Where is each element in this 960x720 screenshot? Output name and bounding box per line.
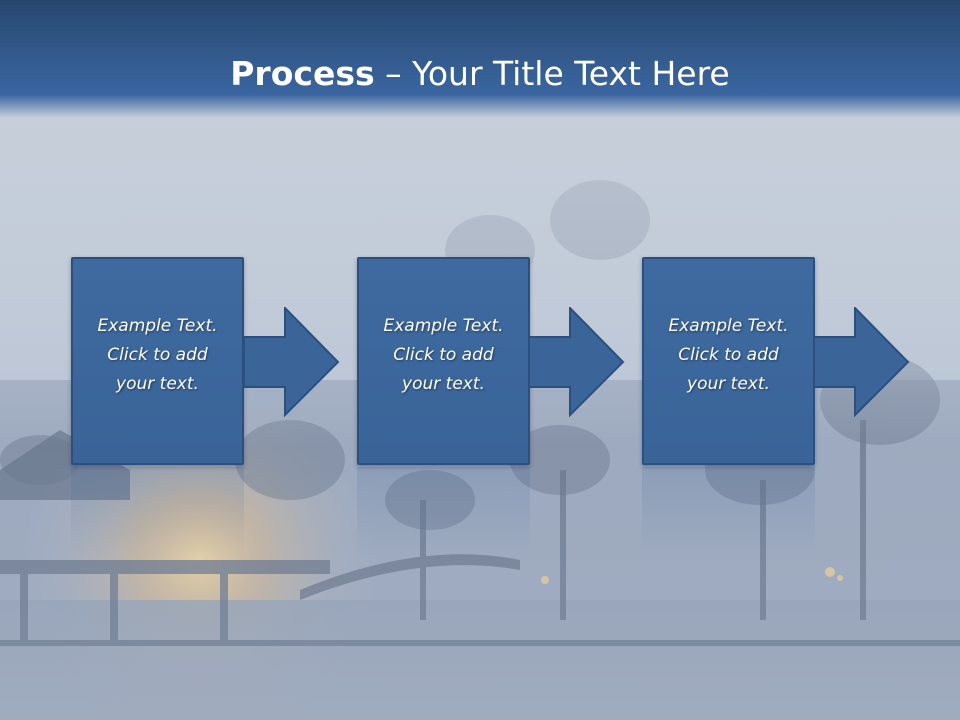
step-reflection [71,467,244,557]
step-box [71,257,244,465]
process-step-1[interactable]: Example Text. Click to add your text. [71,257,244,465]
step-text-line: Click to add [678,345,779,365]
step-text[interactable]: Example Text. Click to add your text. [642,312,815,399]
step-text-line: your text. [687,374,770,394]
step-reflection [642,467,815,557]
step-text-line: Example Text. [383,316,504,336]
step-text-line: Click to add [107,345,208,365]
process-step-3[interactable]: Example Text. Click to add your text. [642,257,815,465]
step-text[interactable]: Example Text. Click to add your text. [357,312,530,399]
title-bar [0,0,960,118]
step-text[interactable]: Example Text. Click to add your text. [71,312,244,399]
step-text-line: your text. [116,374,199,394]
step-box [357,257,530,465]
step-text-line: Example Text. [668,316,789,336]
arrow-right-icon [244,307,340,417]
arrow-right-icon [814,307,910,417]
step-reflection [357,467,530,557]
step-text-line: your text. [402,374,485,394]
step-text-line: Click to add [393,345,494,365]
title-bold: Process [230,54,375,93]
arrow-right-icon [529,307,625,417]
title-rest: – Your Title Text Here [374,54,730,93]
slide-title[interactable]: Process – Your Title Text Here [0,52,960,96]
step-text-line: Example Text. [97,316,218,336]
step-box [642,257,815,465]
process-step-2[interactable]: Example Text. Click to add your text. [357,257,530,465]
